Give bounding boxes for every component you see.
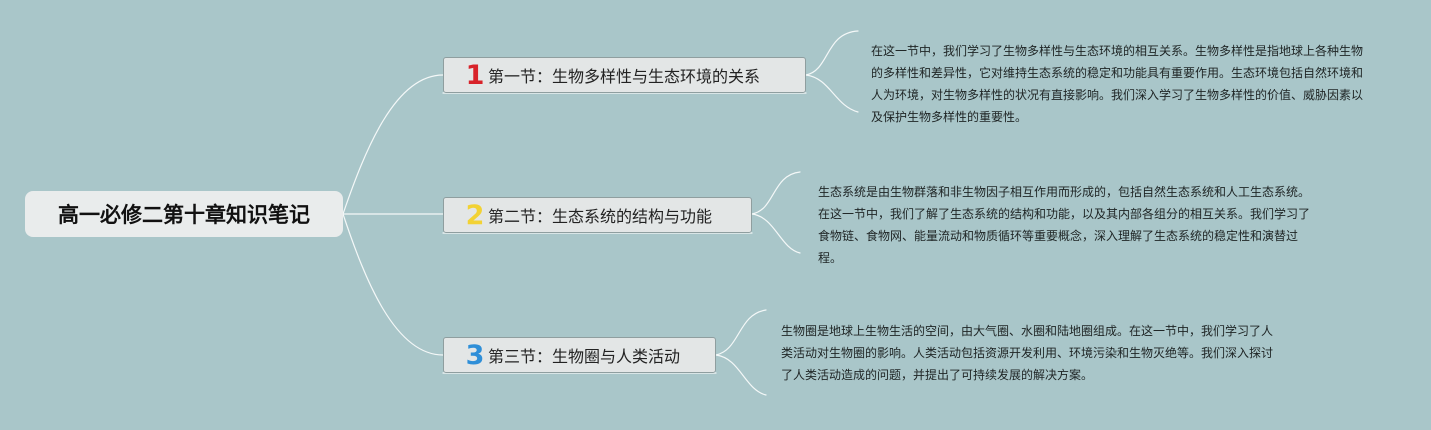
branch-label-3: 第三节：生物圈与人类活动 <box>488 347 681 366</box>
connector-branch-2-note-top <box>751 171 801 215</box>
branch-note-2: 生态系统是由生物群落和非生物因子相互作用而形成的，包括自然生态系统和人工生态系统… <box>818 185 1311 265</box>
branch-number-1: 1 <box>465 59 485 91</box>
branch-note-1: 在这一节中，我们学习了生物多样性与生态环境的相互关系。生物多样性是指地球上各种生… <box>871 44 1364 124</box>
branch-node-2[interactable]: 2 第二节：生态系统的结构与功能 <box>443 197 752 233</box>
branch-node-1[interactable]: 1 第一节：生物多样性与生态环境的关系 <box>443 57 806 93</box>
connector-branch-1-note-top <box>805 30 859 76</box>
connector-branch-1-note-bottom <box>805 74 859 113</box>
connector-root-branch-1 <box>342 74 444 215</box>
branch-number-3: 3 <box>465 339 485 371</box>
branch-node-3[interactable]: 3 第三节：生物圈与人类活动 <box>443 337 716 373</box>
branch-note-3: 生物圈是地球上生物生活的空间，由大气圈、水圈和陆地圈组成。在这一节中，我们学习了… <box>781 324 1274 382</box>
connector-branch-2-note-bottom <box>751 213 801 254</box>
branch-label-1: 第一节：生物多样性与生态环境的关系 <box>488 67 761 86</box>
branch-number-2: 2 <box>465 199 485 231</box>
root-node[interactable]: 高一必修二第十章知识笔记 <box>25 191 343 237</box>
connector-branch-3-note-top <box>715 309 767 356</box>
root-title: 高一必修二第十章知识笔记 <box>58 203 310 227</box>
connector-root-branch-3 <box>342 213 444 356</box>
branch-label-2: 第二节：生态系统的结构与功能 <box>488 207 713 226</box>
connector-branch-3-note-bottom <box>715 354 767 396</box>
